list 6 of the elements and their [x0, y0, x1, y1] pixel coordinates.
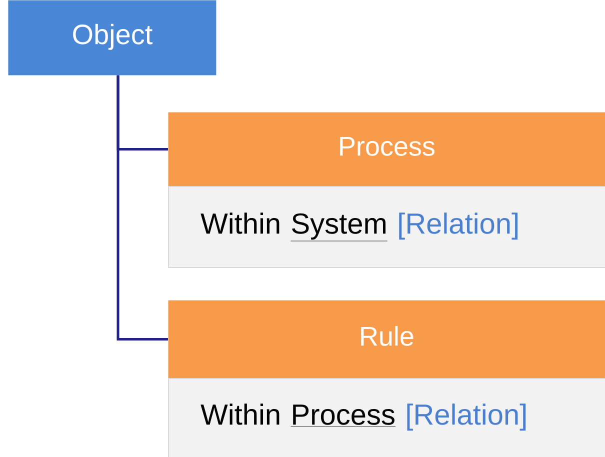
header-bar: Process [168, 112, 605, 186]
object-box: Object [8, 0, 216, 76]
description-box: Within System [Relation] [168, 186, 605, 268]
description-box: Within Process [Relation] [168, 378, 605, 457]
connector-line [116, 75, 168, 340]
header-bar: Rule [168, 300, 605, 378]
